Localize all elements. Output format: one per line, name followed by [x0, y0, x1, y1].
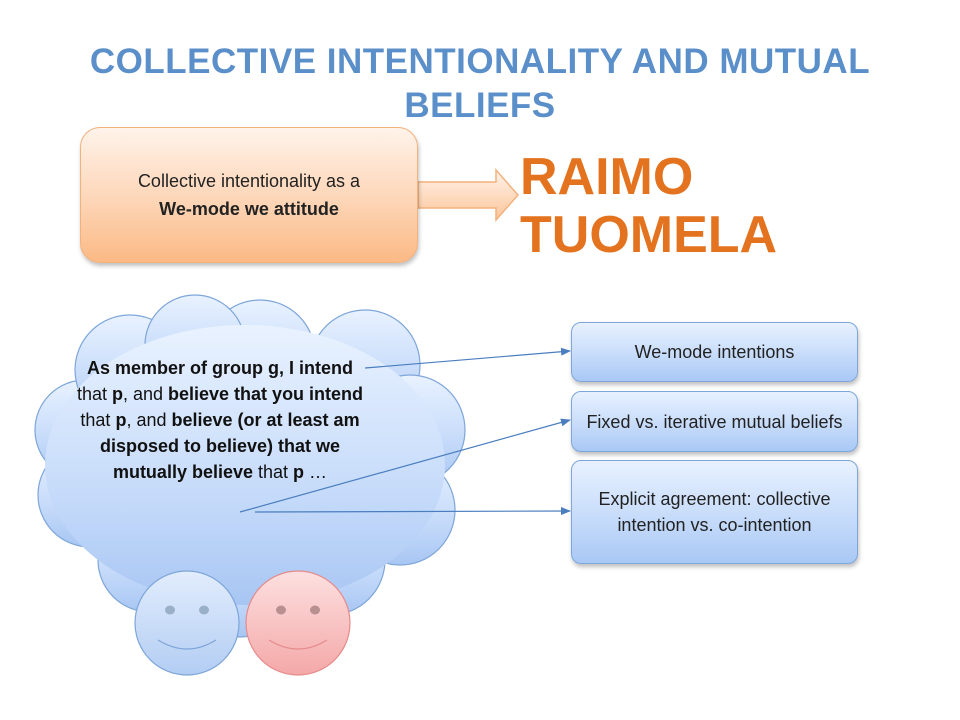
cloud-text-segment: that	[76, 384, 112, 404]
cloud-text-segment: , and	[126, 410, 172, 430]
connector-to-box2	[239, 418, 571, 513]
mutual-beliefs-box: Fixed vs. iterative mutual beliefs	[571, 391, 858, 452]
orange-box-line1: Collective intentionality as a	[137, 171, 361, 191]
box-label: Fixed vs. iterative mutual beliefs	[586, 411, 843, 432]
cloud-text-segment: that	[253, 462, 294, 482]
cloud-text-segment: p	[293, 462, 305, 482]
cloud-text-segment: p	[111, 384, 123, 404]
cloud-text-segment: p	[115, 410, 127, 430]
connector-to-box3	[254, 507, 571, 516]
slide-title: COLLECTIVE INTENTIONALITY AND MUTUAL BEL…	[89, 42, 871, 125]
orange-box-line2: We-mode we attitude	[159, 199, 339, 219]
cloud-text-segment: , and	[122, 384, 169, 404]
cloud-text-segment: believe (or at least am disposed to beli…	[99, 410, 360, 482]
collective-intentionality-box: Collective intentionality as a We-mode w…	[80, 127, 418, 263]
cloud-text: As member of group g, I intend that p, a…	[70, 355, 370, 485]
author-last-name: TUOMELA	[520, 206, 778, 264]
box-label: Explicit agreement: collective intention…	[598, 489, 831, 535]
cloud-text-segment: As member of group g, I intend	[86, 358, 353, 378]
author-name: RAIMO TUOMELA	[520, 148, 777, 264]
cloud-text-segment: believe that you intend	[168, 384, 364, 404]
explicit-agreement-box: Explicit agreement: collective intention…	[571, 460, 858, 564]
right-arrow-icon	[417, 168, 519, 222]
face-blue-icon	[134, 570, 240, 676]
author-first-name: RAIMO	[520, 148, 694, 206]
cloud-text-segment: that	[80, 410, 116, 430]
cloud-text-segment: …	[304, 462, 328, 482]
connector-to-box1	[364, 347, 571, 369]
we-mode-intentions-box: We-mode intentions	[571, 322, 858, 382]
face-pink-icon	[245, 570, 351, 676]
box-label: We-mode intentions	[634, 342, 795, 362]
